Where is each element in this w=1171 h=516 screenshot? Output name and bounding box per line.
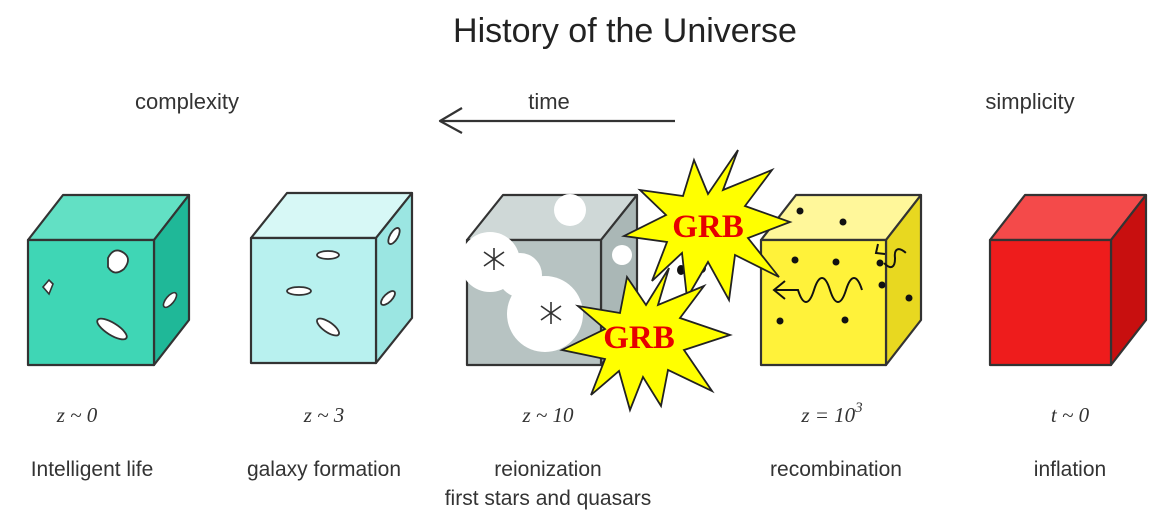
grb-label-lower: GRB bbox=[603, 320, 675, 356]
epoch-label: inflation bbox=[1034, 458, 1106, 481]
redshift-label: z ~ 0 bbox=[56, 403, 98, 427]
galaxy-icon bbox=[316, 317, 340, 337]
grb-label-upper: GRB bbox=[672, 209, 744, 245]
cube-recombination bbox=[759, 193, 923, 367]
cube-intelligent-life bbox=[26, 193, 191, 367]
epoch-label: recombination bbox=[770, 458, 902, 481]
time-arrow bbox=[438, 107, 675, 134]
diagram-title: History of the Universe bbox=[453, 12, 797, 50]
redshift-base: z = 10 bbox=[800, 403, 855, 427]
cube-inflation bbox=[988, 193, 1148, 367]
cube-galaxy-formation bbox=[249, 191, 414, 365]
redshift-label: z ~ 10 bbox=[521, 403, 574, 427]
epoch-sublabel: first stars and quasars bbox=[445, 487, 652, 510]
galaxy-icon bbox=[96, 317, 128, 341]
galaxy-icon bbox=[380, 290, 396, 306]
star-icon bbox=[483, 248, 562, 324]
header-complexity: complexity bbox=[135, 89, 239, 114]
epoch-label: reionization bbox=[494, 458, 601, 481]
galaxy-icon bbox=[286, 286, 312, 296]
epoch-label: galaxy formation bbox=[247, 458, 401, 481]
galaxy-icon bbox=[41, 278, 54, 296]
galaxy-icon bbox=[107, 249, 129, 274]
galaxy-icon bbox=[387, 227, 401, 245]
grb-burst-lower: GRB bbox=[559, 267, 733, 413]
epoch-label: Intelligent life bbox=[31, 458, 154, 481]
redshift-label: z = 103 bbox=[800, 400, 862, 427]
redshift-exponent: 3 bbox=[854, 400, 863, 416]
header-time: time bbox=[528, 89, 570, 114]
galaxy-icon bbox=[162, 291, 178, 309]
redshift-label: t ~ 0 bbox=[1051, 403, 1090, 427]
header-simplicity: simplicity bbox=[985, 89, 1074, 114]
galaxy-icon bbox=[316, 250, 340, 260]
redshift-label: z ~ 3 bbox=[303, 403, 345, 427]
